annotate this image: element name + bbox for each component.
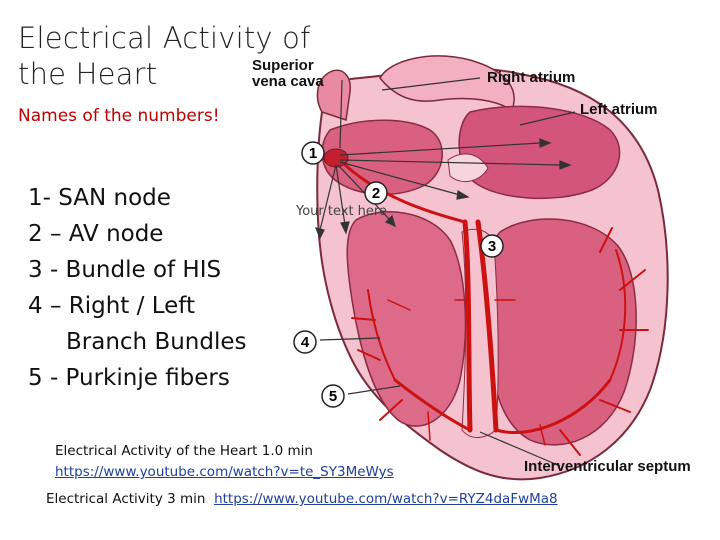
list-item: 5 - Purkinje fibers <box>28 360 247 396</box>
marker-3-label: 3 <box>488 238 496 255</box>
list-item: Branch Bundles <box>28 324 247 360</box>
marker-5-label: 5 <box>329 388 337 405</box>
left-ventricle-chamber <box>487 219 636 445</box>
text-placeholder[interactable]: Your text here <box>296 204 387 219</box>
label-superior-vena-cava: Superior vena cava <box>252 58 324 90</box>
marker-3: 3 <box>481 235 503 257</box>
list-item: 2 – AV node <box>28 216 247 252</box>
video-link-2-row: Electrical Activity 3 min https://www.yo… <box>46 491 558 507</box>
marker-5: 5 <box>322 385 344 407</box>
marker-4-label: 4 <box>301 334 310 351</box>
slide-title-line1: Electrical Activity of <box>18 20 318 56</box>
video-link-1[interactable]: https://www.youtube.com/watch?v=te_SY3Me… <box>55 464 394 480</box>
video-link-1-row: https://www.youtube.com/watch?v=te_SY3Me… <box>55 464 394 480</box>
marker-4: 4 <box>294 331 316 353</box>
list-item: 1- SAN node <box>28 180 247 216</box>
marker-1-label: 1 <box>309 145 317 162</box>
video-link-caption-2: Electrical Activity 3 min <box>46 491 205 507</box>
sa-node <box>324 149 348 167</box>
list-item: 3 - Bundle of HIS <box>28 252 247 288</box>
video-link-2[interactable]: https://www.youtube.com/watch?v=RYZ4daFw… <box>214 491 558 507</box>
marker-2: 2 <box>365 182 387 204</box>
list-item: 4 – Right / Left <box>28 288 247 324</box>
label-left-atrium: Left atrium <box>580 102 658 118</box>
label-interventricular-septum: Interventricular septum <box>524 459 691 475</box>
marker-1: 1 <box>302 142 324 164</box>
marker-2-label: 2 <box>372 185 380 202</box>
label-right-atrium: Right atrium <box>487 70 575 86</box>
video-link-caption-1: Electrical Activity of the Heart 1.0 min <box>55 443 313 459</box>
numbered-list: 1- SAN node 2 – AV node 3 - Bundle of HI… <box>28 180 247 396</box>
slide-subtitle: Names of the numbers! <box>18 106 220 126</box>
